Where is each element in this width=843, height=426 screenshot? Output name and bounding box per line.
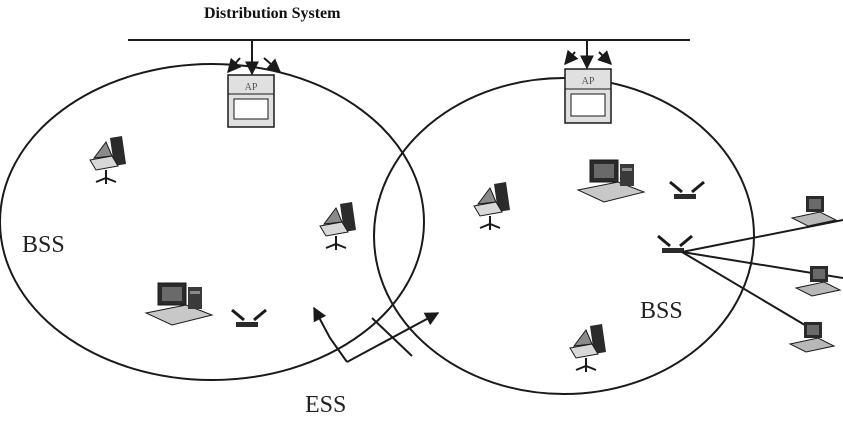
laptop-station-icon (473, 181, 511, 231)
desktop-station-icon (577, 159, 645, 203)
terminal-icon (791, 195, 837, 227)
bss-right-label: BSS (640, 298, 683, 324)
access-point-left-label: AP (245, 82, 258, 93)
antenna-icon (668, 180, 706, 201)
laptop-station-icon (89, 135, 127, 185)
access-point-right-label: AP (582, 76, 595, 87)
laptop-station-icon (569, 323, 607, 373)
ess-label: ESS (305, 392, 347, 418)
bss-left-label: BSS (22, 232, 65, 258)
access-point-left (227, 74, 275, 128)
ess-arrows (313, 306, 440, 363)
access-point-right-link (564, 40, 612, 70)
access-point-left-link (227, 40, 282, 76)
distribution-system-title: Distribution System (204, 5, 341, 22)
access-point-right (564, 68, 612, 124)
desktop-station-icon (145, 282, 213, 326)
bss-right-ellipse (373, 77, 755, 395)
terminal-icon (789, 321, 835, 353)
antenna-icon (230, 308, 268, 329)
laptop-station-icon (319, 201, 357, 251)
ess-connector-line (371, 317, 413, 357)
bss-left-ellipse (0, 63, 425, 381)
